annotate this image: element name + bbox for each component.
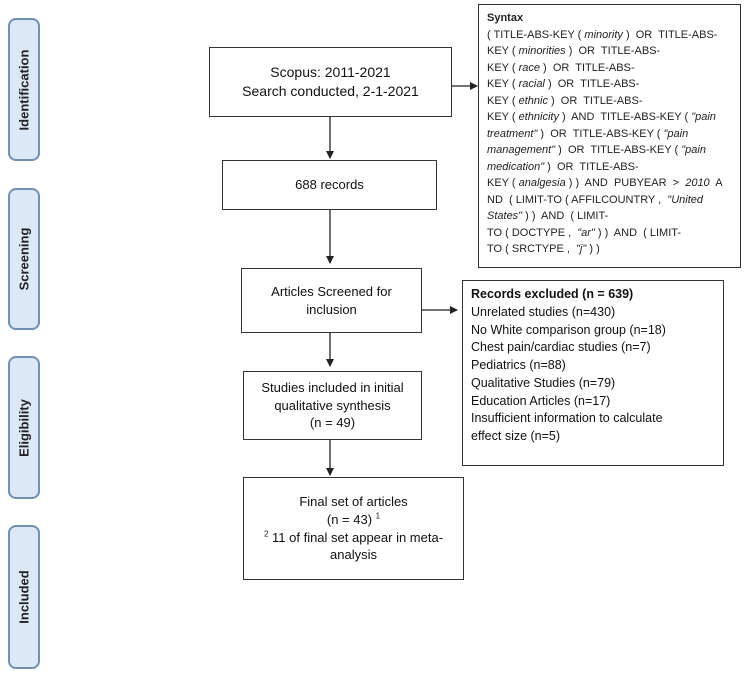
- excluded-item: Insufficient information to calculate: [471, 411, 663, 426]
- syntax-segment: KEY (: [487, 111, 519, 123]
- syntax-line: KEY ( race ) OR TITLE-ABS-: [487, 60, 732, 77]
- syntax-line: ND ( LIMIT-TO ( AFFILCOUNTRY , "United: [487, 192, 732, 209]
- syntax-segment: racial: [518, 78, 545, 90]
- syntax-segment: 2010: [685, 177, 710, 189]
- syntax-segment: "pain: [691, 111, 716, 123]
- syntax-segment: race: [518, 61, 540, 74]
- excluded-item: No White comparison group (n=18): [471, 322, 666, 337]
- studies-line-2: qualitative synthesis: [274, 397, 391, 413]
- syntax-line: TO ( SRCTYPE , "j" ) ): [487, 241, 732, 258]
- records-excluded-box: Records excluded (n = 639) Unrelated stu…: [462, 280, 724, 466]
- syntax-line: States" ) ) AND ( LIMIT-: [487, 208, 732, 225]
- syntax-segment: KEY (: [487, 61, 519, 74]
- syntax-segment: ) ) AND ( LIMIT-: [522, 210, 609, 222]
- syntax-segment: management": [487, 144, 556, 156]
- excluded-item: Unrelated studies (n=430): [471, 304, 616, 319]
- stage-eligibility: Eligibility: [8, 356, 40, 499]
- syntax-segment: ) OR TITLE-ABS-: [540, 61, 635, 74]
- excluded-item: Chest pain/cardiac studies (n=7): [471, 340, 651, 355]
- syntax-segment: treatment": [487, 127, 538, 140]
- scopus-search-box: Scopus: 2011-2021 Search conducted, 2-1-…: [209, 47, 452, 117]
- footnote-2-marker: 2: [263, 529, 269, 539]
- records-box: 688 records: [222, 160, 437, 210]
- syntax-segment: "j": [576, 243, 587, 255]
- syntax-segment: TO ( SRCTYPE ,: [487, 243, 577, 255]
- syntax-segment: A: [709, 177, 723, 189]
- syntax-line: ( TITLE-ABS-KEY ( minority ) OR TITLE-AB…: [487, 27, 732, 44]
- syntax-segment: KEY (: [487, 78, 519, 90]
- syntax-segment: ) OR TITLE-ABS-KEY (: [555, 144, 682, 156]
- final-line-2: (n = 43) 1: [327, 511, 380, 529]
- studies-included-box: Studies included in initial qualitative …: [243, 371, 422, 440]
- syntax-segment: "United: [667, 193, 703, 206]
- excluded-item: Pediatrics (n=88): [471, 358, 566, 372]
- syntax-segment: analgesia: [518, 177, 566, 189]
- syntax-segment: TO ( DOCTYPE ,: [487, 226, 578, 239]
- syntax-segment: ethnicity: [518, 111, 559, 123]
- syntax-line: management" ) OR TITLE-ABS-KEY ( "pain: [487, 142, 732, 159]
- syntax-segment: "pain: [681, 144, 706, 156]
- syntax-segment: ) OR TITLE-ABS-: [547, 94, 643, 107]
- stage-identification: Identification: [8, 18, 40, 161]
- excluded-item: effect size (n=5): [471, 429, 561, 443]
- syntax-line: TO ( DOCTYPE , "ar" ) ) AND ( LIMIT-: [487, 225, 732, 242]
- final-line-1: Final set of articles: [299, 494, 408, 510]
- syntax-line: KEY ( ethnic ) OR TITLE-ABS-: [487, 93, 732, 110]
- studies-line-3: (n = 49): [309, 415, 356, 431]
- syntax-segment: ) OR TITLE-ABS-: [544, 78, 640, 90]
- final-set-box: Final set of articles (n = 43) 1 2 11 of…: [243, 477, 464, 580]
- syntax-segment: medication": [487, 160, 545, 173]
- syntax-segment: ( TITLE-ABS-KEY (: [487, 28, 585, 41]
- syntax-segment: KEY (: [487, 94, 519, 107]
- search-syntax-box: Syntax ( TITLE-ABS-KEY ( minority ) OR T…: [478, 4, 741, 268]
- final-line-3: 2 11 of final set appear in meta-: [264, 529, 443, 547]
- syntax-lines: ( TITLE-ABS-KEY ( minority ) OR TITLE-AB…: [487, 27, 732, 258]
- footnote-1-marker: 1: [375, 511, 381, 521]
- syntax-segment: minorities: [518, 45, 566, 57]
- meta-analysis-note: 11 of final set appear in meta-: [272, 529, 444, 545]
- syntax-segment: ) AND TITLE-ABS-KEY (: [558, 111, 692, 123]
- syntax-segment: ND ( LIMIT-TO ( AFFILCOUNTRY ,: [487, 193, 668, 206]
- final-count: (n = 43): [326, 511, 373, 527]
- syntax-segment: KEY (: [487, 177, 519, 189]
- search-date-line: Search conducted, 2-1-2021: [242, 83, 419, 99]
- syntax-segment: ethnic: [518, 94, 548, 107]
- screened-line-2: inclusion: [306, 301, 357, 317]
- final-line-4: analysis: [330, 547, 377, 563]
- scopus-line: Scopus: 2011-2021: [270, 64, 391, 81]
- records-count: 688 records: [295, 177, 364, 193]
- syntax-segment: ) OR TITLE-ABS-: [622, 28, 718, 41]
- syntax-line: treatment" ) OR TITLE-ABS-KEY ( "pain: [487, 126, 732, 143]
- syntax-segment: ) OR TITLE-ABS-KEY (: [537, 127, 664, 140]
- studies-line-1: Studies included in initial: [261, 380, 404, 396]
- syntax-line: KEY ( minorities ) OR TITLE-ABS-: [487, 43, 732, 60]
- syntax-segment: ) ): [586, 243, 600, 255]
- syntax-segment: ) OR TITLE-ABS-: [565, 45, 661, 57]
- excluded-item: Education Articles (n=17): [471, 393, 611, 408]
- stage-screening: Screening: [8, 188, 40, 330]
- syntax-segment: "ar": [577, 226, 595, 239]
- screened-box: Articles Screened for inclusion: [241, 268, 422, 333]
- syntax-line: KEY ( ethnicity ) AND TITLE-ABS-KEY ( "p…: [487, 109, 732, 126]
- screened-line-1: Articles Screened for: [271, 283, 392, 299]
- syntax-segment: ) OR TITLE-ABS-: [544, 160, 639, 173]
- syntax-segment: ) ) AND ( LIMIT-: [594, 226, 682, 239]
- syntax-title: Syntax: [487, 12, 524, 24]
- syntax-segment: KEY (: [487, 45, 519, 57]
- syntax-segment: minority: [584, 28, 623, 41]
- stage-included: Included: [8, 525, 40, 669]
- excluded-list: Unrelated studies (n=430) No White compar…: [471, 304, 715, 446]
- excluded-title: Records excluded (n = 639): [471, 287, 634, 301]
- syntax-line: KEY ( racial ) OR TITLE-ABS-: [487, 76, 732, 93]
- excluded-item: Qualitative Studies (n=79): [471, 375, 616, 390]
- syntax-line: KEY ( analgesia ) ) AND PUBYEAR > 2010 A: [487, 175, 732, 192]
- syntax-segment: ) ) AND PUBYEAR >: [565, 177, 686, 189]
- syntax-segment: States": [487, 210, 523, 222]
- syntax-segment: "pain: [663, 127, 689, 140]
- syntax-line: medication" ) OR TITLE-ABS-: [487, 159, 732, 176]
